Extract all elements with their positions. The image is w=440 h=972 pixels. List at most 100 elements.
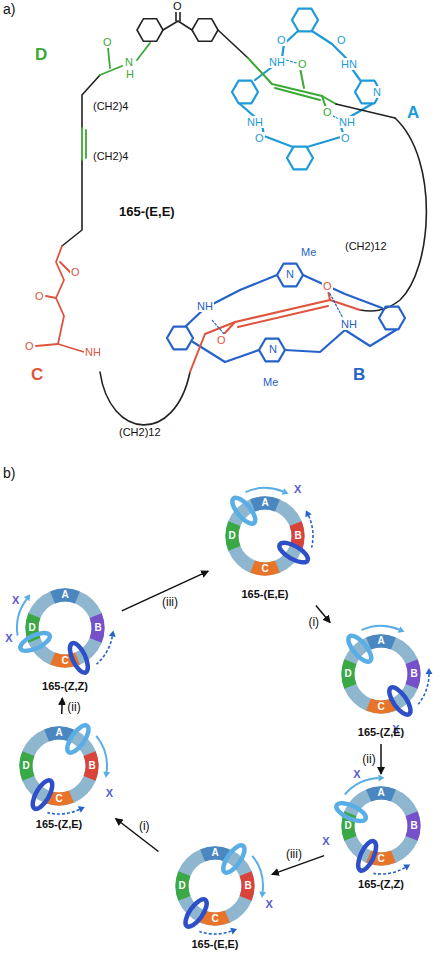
motion-arrowhead	[24, 594, 30, 601]
atom-label: O	[322, 106, 333, 118]
motion-arc	[345, 778, 379, 794]
catenane-state: A B C D X 165-(E,E)	[210, 486, 320, 604]
step-label: (iii)	[284, 847, 304, 861]
station-letter: B	[244, 881, 251, 891]
small-ring	[385, 684, 414, 718]
station-letter: B	[352, 366, 366, 385]
station-letter: D	[344, 669, 351, 679]
motion-arrowhead	[305, 510, 311, 517]
atom-label: N	[285, 268, 295, 280]
blocked-mark: X	[353, 769, 360, 780]
motion-arc	[252, 856, 263, 892]
process-arrow	[122, 571, 208, 611]
atom-label: O	[276, 34, 287, 46]
compound-label: 165-(E,E)	[191, 939, 238, 950]
atom-label: O	[254, 132, 265, 144]
atom-label: N	[268, 343, 278, 355]
station-letter: B	[410, 821, 417, 831]
catenane-state: ABCDX165-(E,E)	[160, 836, 270, 954]
motion-arrowhead	[78, 806, 85, 812]
small-ring	[182, 896, 211, 930]
station-letter: B	[410, 669, 417, 679]
compound-label: 165-(Z,Z)	[358, 879, 404, 890]
station-letter: B	[294, 531, 301, 541]
blocked-mark: X	[322, 835, 329, 846]
station-letter: D	[228, 531, 235, 541]
station-letter: A	[377, 636, 384, 646]
atom-label: NH	[340, 318, 358, 330]
atom-label: O	[24, 340, 35, 352]
atom-label: O	[70, 266, 81, 278]
blocked-mark: X	[294, 484, 301, 495]
atom-label: O	[172, 0, 183, 12]
station-letter: C	[61, 656, 68, 666]
atom-label: N	[124, 56, 134, 68]
station-letter: B	[94, 623, 101, 633]
atom-label: (CH2)12	[344, 240, 388, 252]
station-letter: A	[261, 498, 268, 508]
blocked-mark: X	[12, 594, 19, 605]
atom-label: NH	[268, 56, 286, 68]
atom-label: O	[336, 34, 347, 46]
large-ring	[32, 595, 98, 661]
station-letter: D	[22, 761, 29, 771]
station-letter: D	[178, 881, 185, 891]
step-label: (iii)	[160, 595, 180, 609]
motion-arrowhead	[282, 488, 289, 494]
small-ring	[63, 722, 92, 756]
blocked-arc	[374, 868, 406, 874]
catenane-state: ABCDXX165-(Z,Z)	[326, 776, 436, 894]
process-arrow	[116, 819, 159, 852]
motion-arrowhead	[398, 626, 405, 632]
small-ring	[18, 629, 52, 654]
small-ring	[29, 777, 56, 811]
small-ring	[345, 632, 376, 665]
station-letter: C	[55, 794, 62, 804]
small-ring	[229, 494, 260, 527]
atom-label: Me	[262, 376, 279, 388]
atom-label: NH	[246, 116, 264, 128]
station-letter: B	[88, 761, 95, 771]
atom-label: O	[340, 132, 351, 144]
atom-label: O	[297, 58, 308, 70]
motion-arrowhead	[109, 630, 116, 637]
step-label: (i)	[306, 615, 321, 629]
atom-label: H	[125, 68, 135, 80]
blocked-mark: X	[106, 787, 113, 798]
motion-arc	[96, 736, 107, 772]
step-label: (i)	[137, 819, 152, 833]
compound-label: 165-(E,E)	[241, 589, 288, 600]
station-letter: C	[211, 914, 218, 924]
atom-label: (CH2)4	[92, 150, 129, 162]
motion-arrowhead	[103, 771, 110, 777]
atom-label: (CH2)12	[118, 426, 162, 438]
motion-arrowhead	[230, 928, 237, 935]
motion-arrowhead	[426, 668, 433, 674]
small-ring	[219, 842, 248, 876]
atom-label: O	[216, 334, 227, 346]
atom-label: HN	[340, 58, 358, 70]
panel-letter: a)	[2, 2, 16, 17]
atom-label: N	[372, 86, 382, 98]
atom-label: Me	[300, 246, 317, 258]
atom-label: O	[34, 290, 45, 302]
station-letter: C	[377, 702, 384, 712]
station-letter: C	[377, 854, 384, 864]
step-label: (ii)	[360, 752, 377, 766]
motion-arrowhead	[378, 775, 384, 782]
atom-label: NH	[84, 346, 102, 358]
motion-arrowhead	[259, 891, 266, 897]
station-letter: C	[30, 366, 44, 385]
station-letter: A	[377, 788, 384, 798]
large-ring	[348, 793, 414, 859]
atom-label: NH	[196, 300, 214, 312]
process-arrow	[380, 744, 382, 774]
blocked-mark: X	[5, 632, 12, 643]
station-letter: C	[261, 564, 268, 574]
atom-label: (CH2)4	[92, 100, 129, 112]
motion-arrowhead	[403, 865, 410, 871]
station-letter: A	[406, 104, 420, 123]
blocked-mark: X	[266, 898, 273, 909]
station-letter: D	[28, 623, 35, 633]
